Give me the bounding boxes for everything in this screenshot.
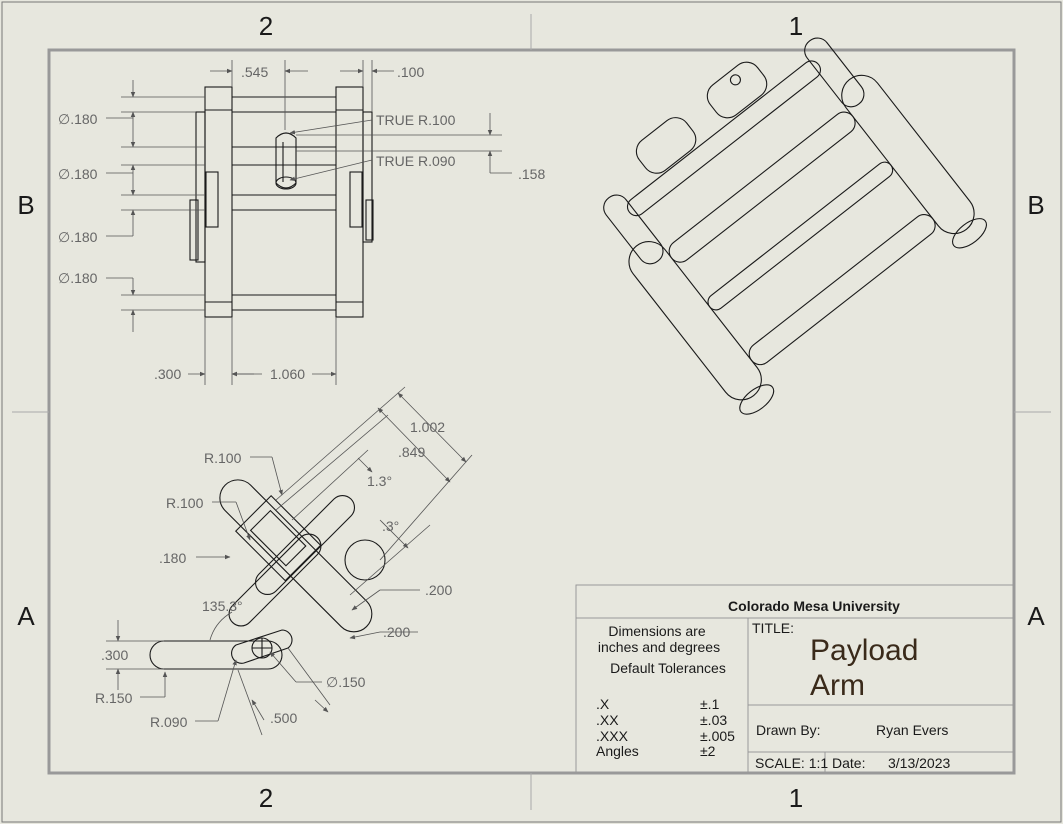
- dim-180: .180: [159, 550, 186, 566]
- dim-true-r090: TRUE R.090: [376, 153, 456, 169]
- front-view: .545 .100 TRUE R.100 TRUE R.090 .158 ∅.1…: [58, 60, 545, 385]
- tolerance-label-x: .X: [596, 696, 610, 712]
- dim-angle-1-3: 1.3°: [367, 473, 392, 489]
- tolerance-value-x: ±.1: [700, 696, 720, 712]
- title-label: TITLE:: [752, 620, 794, 636]
- drawing-title-line-2: Arm: [810, 669, 865, 702]
- dim-300: .300: [154, 366, 181, 382]
- zone-label-top-1: 1: [789, 11, 803, 41]
- tolerance-label-xx: .XX: [596, 712, 619, 728]
- dim-545: .545: [241, 64, 268, 80]
- dim-dia-180-4: ∅.180: [58, 270, 98, 286]
- dim-dia-180-3: ∅.180: [58, 229, 98, 245]
- dim-r100-top: R.100: [204, 450, 242, 466]
- tolerance-label-xxx: .XXX: [596, 728, 629, 744]
- dim-100: .100: [397, 64, 424, 80]
- zone-ticks: [12, 14, 1051, 810]
- dim-r090: R.090: [150, 714, 188, 730]
- drawn-by-label: Drawn By:: [756, 722, 821, 738]
- date-value: 3/13/2023: [888, 755, 950, 771]
- dim-dia-180-2: ∅.180: [58, 166, 98, 182]
- tolerances-header: Default Tolerances: [610, 660, 726, 676]
- dim-1002: 1.002: [410, 419, 445, 435]
- dim-angle-135-3: 135.3°: [202, 598, 243, 614]
- date-label: Date:: [832, 755, 865, 771]
- drawing-title-line-1: Payload: [810, 634, 918, 667]
- title-block: Colorado Mesa University Dimensions are …: [575, 584, 1014, 774]
- zone-label-bottom-2: 2: [259, 783, 273, 813]
- dim-true-r100: TRUE R.100: [376, 112, 456, 128]
- dim-200-lower: .200: [383, 624, 410, 640]
- dim-300-side: .300: [101, 647, 128, 663]
- dim-200-upper: .200: [425, 582, 452, 598]
- units-line-2: inches and degrees: [598, 639, 720, 655]
- dim-500: .500: [270, 710, 297, 726]
- dim-r100-mid: R.100: [166, 495, 204, 511]
- dim-dia-180-1: ∅.180: [58, 111, 98, 127]
- scale-label: SCALE: 1:1: [755, 755, 828, 771]
- university-name: Colorado Mesa University: [728, 598, 900, 614]
- zone-label-top-2: 2: [259, 11, 273, 41]
- dim-1060: 1.060: [270, 366, 305, 382]
- dim-dia-150: ∅.150: [326, 674, 366, 690]
- tolerance-label-angles: Angles: [596, 743, 639, 759]
- tolerance-value-angles: ±2: [700, 743, 716, 759]
- dim-angle-0-3: .3°: [382, 518, 399, 534]
- zone-label-bottom-1: 1: [789, 783, 803, 813]
- zone-label-right-a: A: [1027, 601, 1045, 631]
- units-line-1: Dimensions are: [608, 623, 705, 639]
- side-view: 1.002 .849 1.3° .3° R.100 R.100 .180 .20…: [95, 386, 473, 736]
- drawn-by-name: Ryan Evers: [876, 722, 948, 738]
- dim-158: .158: [518, 166, 545, 182]
- dim-r150: R.150: [95, 690, 133, 706]
- zone-label-right-b: B: [1027, 190, 1044, 220]
- zone-label-left-a: A: [17, 601, 35, 631]
- dim-849: .849: [398, 444, 425, 460]
- zone-label-left-b: B: [17, 190, 34, 220]
- tolerance-value-xx: ±.03: [700, 712, 727, 728]
- tolerance-value-xxx: ±.005: [700, 728, 735, 744]
- isometric-view: [603, 37, 987, 415]
